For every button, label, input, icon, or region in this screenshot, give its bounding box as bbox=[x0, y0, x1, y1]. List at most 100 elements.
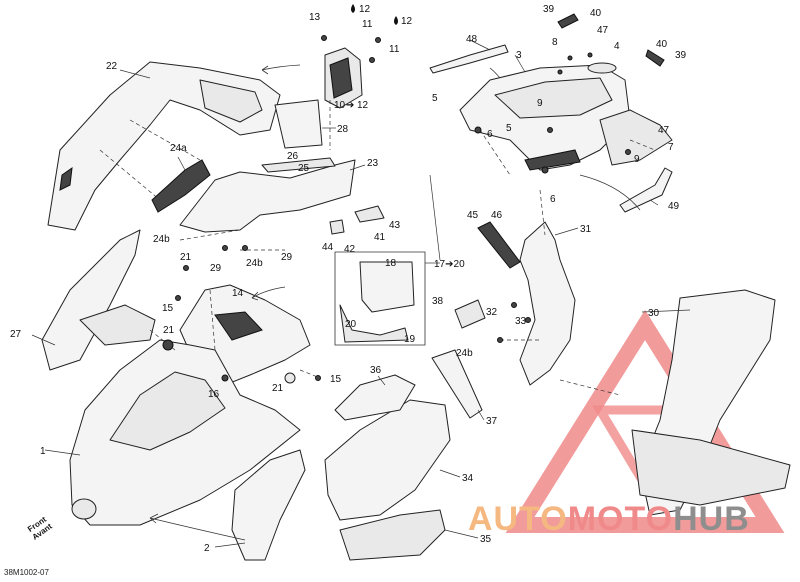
watermark-hub: HUB bbox=[673, 500, 750, 538]
callout-10: 10 bbox=[334, 100, 346, 111]
part-26-25-strip bbox=[261, 157, 336, 173]
callout-15: 15 bbox=[162, 303, 174, 314]
part-31-bracket bbox=[519, 221, 576, 386]
parts-box-17-20 bbox=[334, 251, 426, 346]
watermark-text: AUTOMOTOHUB bbox=[468, 500, 750, 539]
part-23-duct bbox=[179, 159, 356, 233]
direction-arrows bbox=[149, 64, 641, 541]
callout-8: 8 bbox=[552, 37, 558, 48]
callout-6: 6 bbox=[550, 194, 556, 205]
part-48-strip bbox=[429, 44, 509, 74]
callout-23: 23 bbox=[367, 158, 379, 169]
callout-18: 18 bbox=[385, 258, 397, 269]
callout-21: 21 bbox=[272, 383, 284, 394]
diagram-code: 38M1002-07 bbox=[4, 568, 49, 577]
part-28-panel bbox=[274, 99, 323, 149]
callout-37: 37 bbox=[486, 416, 498, 427]
callout-30: 30 bbox=[648, 308, 660, 319]
callout-32: 32 bbox=[486, 307, 498, 318]
callout-31: 31 bbox=[580, 224, 592, 235]
callout-17-to-20: 17➔20 bbox=[434, 259, 465, 270]
part-30-lower bbox=[631, 429, 791, 506]
callout-47: 47 bbox=[597, 25, 609, 36]
callout-42: 42 bbox=[344, 244, 356, 255]
callout-45: 45 bbox=[467, 210, 479, 221]
callout-12: 12 bbox=[401, 16, 413, 27]
callout-11: 11 bbox=[389, 44, 400, 55]
part-3-inner bbox=[494, 77, 613, 119]
watermark-auto: AUTO bbox=[468, 500, 568, 538]
callout-24a: 24a bbox=[170, 143, 187, 154]
callout-13: 13 bbox=[309, 12, 321, 23]
part-3-lower-detail bbox=[524, 149, 581, 171]
callout-12: 12 bbox=[359, 4, 371, 15]
callout-3: 3 bbox=[516, 50, 522, 61]
part-36-panel bbox=[334, 374, 416, 421]
part-22-vent bbox=[59, 166, 73, 191]
callout-21: 21 bbox=[180, 252, 192, 263]
callout-16: 16 bbox=[208, 389, 220, 400]
callout-29: 29 bbox=[210, 263, 222, 274]
part-45-strap bbox=[477, 221, 521, 269]
oil-drop-icon bbox=[394, 16, 398, 25]
part-3-tank-cover bbox=[459, 64, 631, 171]
part-37-panel bbox=[431, 349, 483, 419]
callout-5: 5 bbox=[432, 93, 438, 104]
part-18 bbox=[359, 261, 415, 313]
callout-34: 34 bbox=[462, 473, 474, 484]
part-2-lower-fairing bbox=[231, 449, 306, 561]
callout-36: 36 bbox=[370, 365, 382, 376]
callout-1: 1 bbox=[40, 446, 46, 457]
callout-48: 48 bbox=[466, 34, 478, 45]
part-34-panel bbox=[324, 399, 451, 521]
part-27-side-panel bbox=[41, 229, 141, 371]
callout-21: 21 bbox=[163, 325, 175, 336]
part-14-cutout bbox=[214, 311, 263, 341]
part-49-strip bbox=[619, 167, 673, 213]
callout-24b: 24b bbox=[153, 234, 170, 245]
part-10-bracket-detail bbox=[329, 57, 353, 99]
callout-49: 49 bbox=[668, 201, 680, 212]
part-19 bbox=[339, 304, 409, 343]
callout-24b: 24b bbox=[246, 258, 263, 269]
callout-47: 47 bbox=[658, 125, 670, 136]
callout-26: 26 bbox=[287, 151, 299, 162]
callout-2: 2 bbox=[204, 543, 210, 554]
callout-40: 40 bbox=[590, 8, 602, 19]
leader-lines bbox=[31, 39, 691, 548]
callout-40: 40 bbox=[656, 39, 668, 50]
callout-14: 14 bbox=[232, 288, 244, 299]
part-38-block bbox=[454, 299, 486, 329]
callout-11: 11 bbox=[362, 19, 373, 30]
watermark-moto: MOTO bbox=[567, 500, 674, 538]
callout-9: 9 bbox=[537, 98, 543, 109]
callout-25: 25 bbox=[298, 163, 310, 174]
part-1-inner bbox=[109, 371, 226, 451]
callout-27: 27 bbox=[10, 329, 22, 340]
part-22-inner bbox=[199, 79, 263, 123]
oil-drop-icon bbox=[351, 4, 355, 13]
callout-28: 28 bbox=[337, 124, 349, 135]
callout-41: 41 bbox=[374, 232, 386, 243]
callout-38: 38 bbox=[432, 296, 444, 307]
callout-22: 22 bbox=[106, 61, 118, 72]
part-4-fuel-cap bbox=[587, 62, 617, 74]
arrow-icon: ➔ bbox=[346, 100, 354, 111]
callout-35: 35 bbox=[480, 534, 492, 545]
part-27-lower bbox=[79, 304, 156, 346]
callout-12: 12 bbox=[357, 100, 369, 111]
callout-9: 9 bbox=[634, 154, 640, 165]
callout-29: 29 bbox=[281, 252, 293, 263]
callout-15: 15 bbox=[330, 374, 342, 385]
callout-33: 33 bbox=[515, 316, 527, 327]
callout-46: 46 bbox=[491, 210, 503, 221]
callout-39: 39 bbox=[543, 4, 555, 15]
part-1-headlight-opening bbox=[71, 498, 97, 520]
part-3-side-panel bbox=[599, 109, 673, 166]
callout-7: 7 bbox=[668, 142, 674, 153]
callout-39: 39 bbox=[675, 50, 687, 61]
callout-labels: 39 40 47 8 4 3 48 40 39 47 7 9 9 5 5 6 6… bbox=[10, 4, 687, 554]
callout-43: 43 bbox=[389, 220, 401, 231]
callout-24b: 24b bbox=[456, 348, 473, 359]
